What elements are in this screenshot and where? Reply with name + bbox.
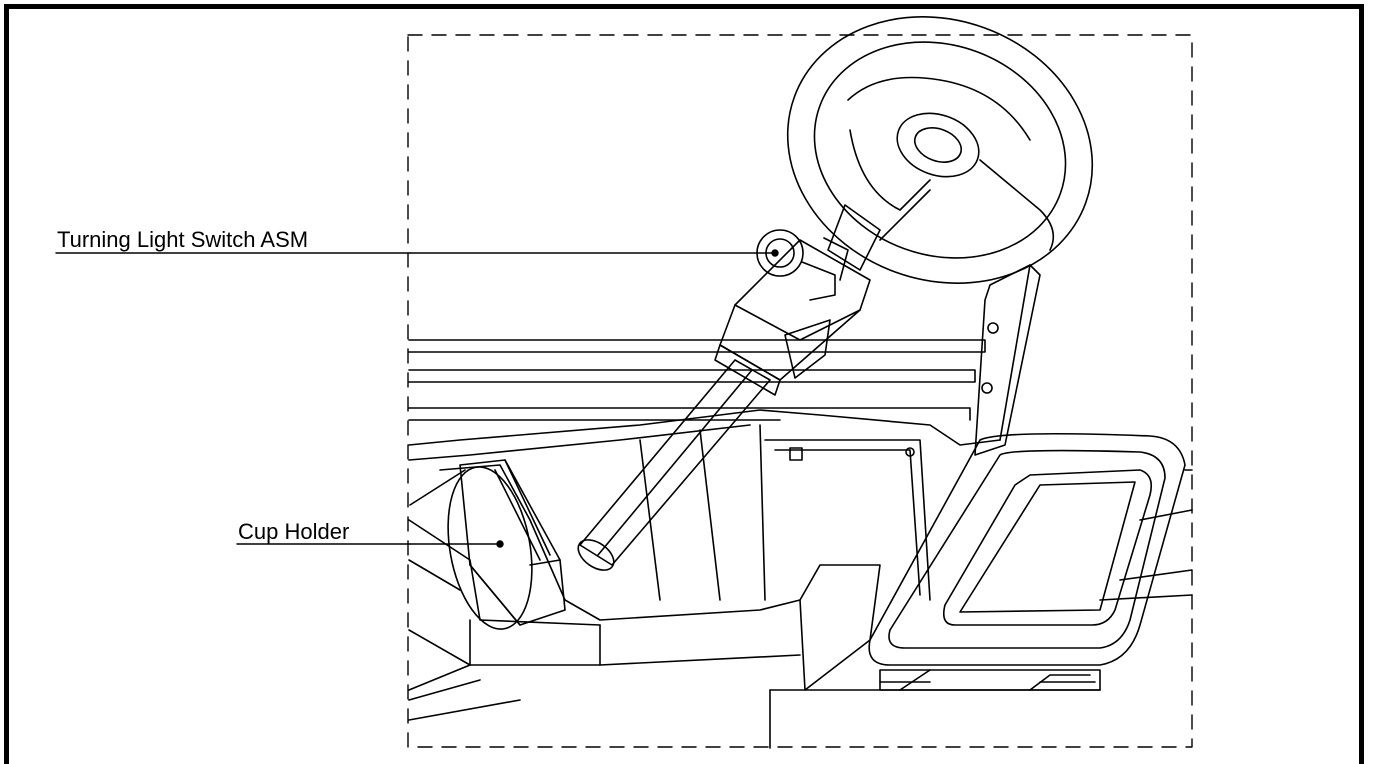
detail-boundary (407, 34, 1193, 748)
seat-grab-bar (868, 432, 1186, 666)
drawing-frame (4, 4, 1364, 764)
seat-base (769, 564, 1101, 749)
callout-turning-light-switch: Turning Light Switch ASM (57, 227, 309, 252)
callout-leader-turning-light (55, 249, 779, 257)
callout-leader-cup-holder (236, 540, 504, 548)
steering-wheel (786, 16, 1094, 284)
floor-rails (1099, 469, 1193, 601)
steering-column (577, 204, 881, 571)
right-pillar (974, 264, 1041, 456)
dash-frame-rails (408, 339, 986, 421)
dashboard (408, 409, 1001, 721)
cup-holder-part (447, 459, 566, 630)
callout-cup-holder: Cup Holder (238, 519, 350, 544)
